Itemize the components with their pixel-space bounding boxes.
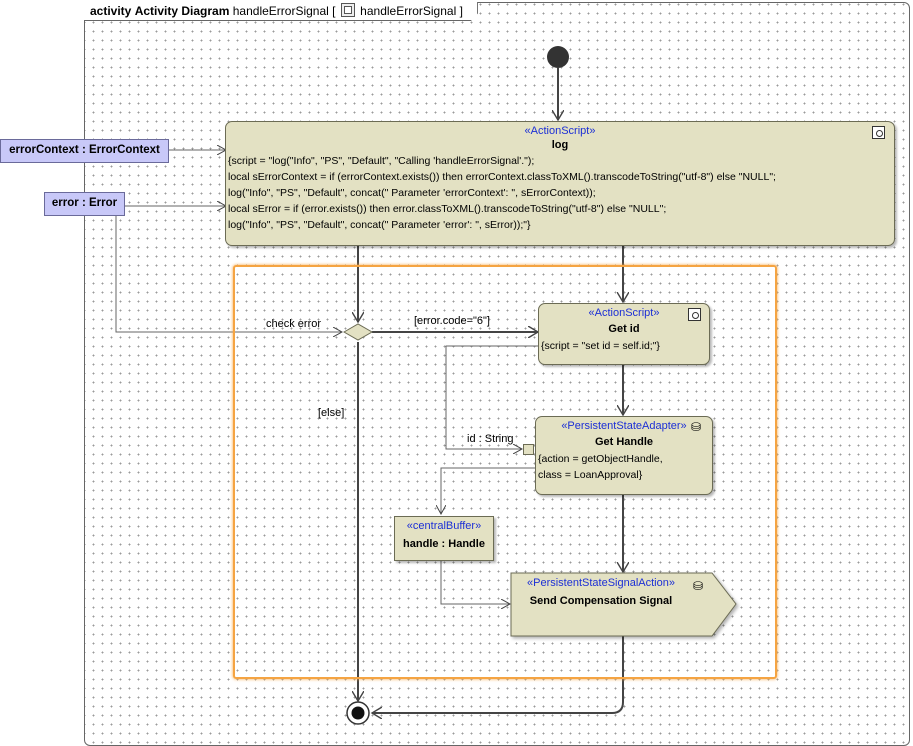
log-script-line-1: {script = "log("Info", "PS", "Default", … — [228, 155, 535, 167]
get-handle-action[interactable]: «PersistentStateAdapter» Get Handle {act… — [535, 416, 713, 495]
error-context-object[interactable]: errorContext : ErrorContext — [0, 139, 169, 163]
frame-kind: activity — [90, 4, 132, 18]
edge-buffer-signal — [440, 560, 510, 604]
get-handle-stereotype: «PersistentStateAdapter» — [561, 420, 687, 432]
frame-ref: handleErrorSignal ] — [360, 4, 463, 18]
input-pin-id[interactable] — [523, 444, 534, 455]
central-buffer-node[interactable]: «centralBuffer» handle : Handle — [394, 516, 494, 561]
database-icon: ⛁ — [691, 420, 702, 434]
error-context-label: errorContext : ErrorContext — [9, 144, 160, 156]
activity-final-node-core — [351, 706, 365, 720]
edge-error-decision — [115, 214, 342, 332]
get-id-stereotype: «ActionScript» — [588, 307, 660, 319]
log-script-line-4: local sError = if (error.exists()) then … — [228, 203, 667, 215]
frame-label: handleErrorSignal [ — [232, 4, 336, 18]
get-id-title: Get id — [608, 323, 640, 335]
highlight-region — [233, 265, 777, 679]
edge-id-pin — [445, 345, 538, 449]
database-icon: ⛁ — [693, 579, 704, 593]
get-id-script: {script = "set id = self.id;"} — [541, 340, 660, 352]
action-script-icon — [872, 126, 885, 139]
get-handle-prop-1: {action = getObjectHandle, — [538, 453, 663, 465]
diagram-icon — [341, 3, 355, 17]
get-handle-title: Get Handle — [594, 436, 654, 448]
send-signal-action[interactable]: «PersistentStateSignalAction» Send Compe… — [511, 577, 691, 609]
log-script-line-5: log("Info", "PS", "Default", concat(" Pa… — [228, 219, 531, 231]
send-signal-title: Send Compensation Signal — [529, 595, 673, 607]
initial-node — [547, 46, 569, 68]
send-signal-stereotype: «PersistentStateSignalAction» — [527, 577, 675, 589]
log-title: log — [551, 139, 569, 151]
guard-else-label: [else] — [318, 407, 345, 419]
send-signal-shape — [510, 572, 737, 637]
log-action[interactable]: «ActionScript» log {script = "log("Info"… — [225, 121, 895, 246]
guard-code-label: [error.code="6"] — [414, 315, 490, 327]
get-id-action[interactable]: «ActionScript» Get id {script = "set id … — [538, 303, 710, 365]
pin-id-label: id : String — [467, 433, 514, 445]
edge-signal-final — [372, 636, 624, 713]
log-script-line-2: local sErrorContext = if (errorContext.e… — [228, 171, 776, 183]
error-label: error : Error — [51, 197, 118, 209]
error-object[interactable]: error : Error — [44, 192, 125, 216]
decision-node — [342, 323, 374, 341]
frame-header: activity Activity Diagram handleErrorSig… — [84, 2, 478, 21]
central-buffer-stereotype: «centralBuffer» — [406, 520, 482, 532]
central-buffer-title: handle : Handle — [403, 538, 485, 550]
log-stereotype: «ActionScript» — [524, 125, 596, 137]
action-script-icon — [688, 308, 701, 321]
frame-name: Activity Diagram — [134, 4, 230, 18]
edge-gethandle-buffer — [441, 467, 536, 514]
log-script-line-3: log("Info", "PS", "Default", concat(" Pa… — [228, 187, 596, 199]
get-handle-prop-2: class = LoanApproval} — [538, 469, 643, 481]
check-error-label: check error — [266, 318, 322, 330]
